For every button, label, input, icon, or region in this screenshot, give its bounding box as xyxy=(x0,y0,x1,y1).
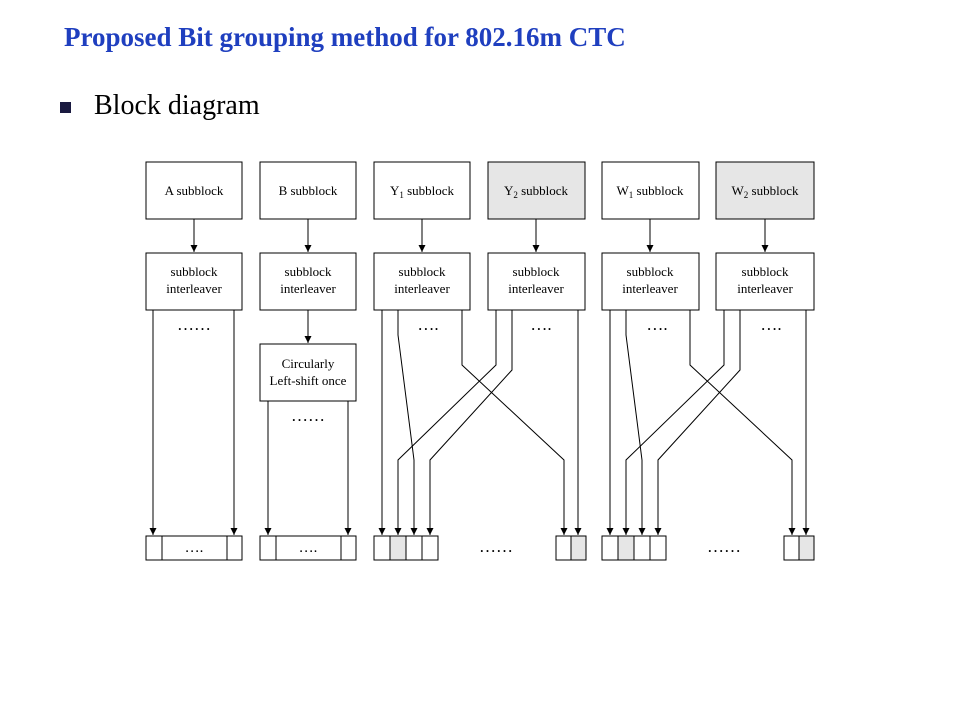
buffer-y-dots: …… xyxy=(479,537,513,556)
buffer-w-dots: …… xyxy=(707,537,741,556)
interleaver-b-line2: interleaver xyxy=(280,281,336,296)
interleaver-a-line2: interleaver xyxy=(166,281,222,296)
dots-b: …… xyxy=(291,406,325,425)
a-wires xyxy=(149,310,238,535)
subblock-to-interleaver-arrows xyxy=(190,219,769,252)
interleaver-a-line1: subblock xyxy=(171,264,218,279)
subblock-w2-label: W2 subblock xyxy=(732,183,799,200)
dots-w1: …. xyxy=(646,315,667,334)
dots-y1: …. xyxy=(417,315,438,334)
interleaver-y2-line2: interleaver xyxy=(508,281,564,296)
slide-title: Proposed Bit grouping method for 802.16m… xyxy=(64,22,626,52)
buffer-w: …… xyxy=(601,535,815,561)
interleaver-w1-line1: subblock xyxy=(627,264,674,279)
interleaver-y2-line1: subblock xyxy=(513,264,560,279)
interleaver-b: subblock interleaver xyxy=(259,252,357,311)
circular-shift-box: Circularly Left-shift once xyxy=(259,343,357,402)
buffer-a: …. xyxy=(145,535,243,561)
interleaver-w2-line2: interleaver xyxy=(737,281,793,296)
subblock-w1: W1 subblock xyxy=(601,161,700,220)
y-wires xyxy=(378,310,582,535)
dots-y2: …. xyxy=(530,315,551,334)
subblock-a-label: A subblock xyxy=(165,183,224,198)
shift-line1: Circularly xyxy=(282,356,335,371)
interleaver-b-line1: subblock xyxy=(285,264,332,279)
buffer-b-dots: …. xyxy=(299,540,318,556)
interleaver-y2: subblock interleaver xyxy=(487,252,586,311)
subblock-y1: Y1 subblock xyxy=(373,161,471,220)
subblock-y2-label: Y2 subblock xyxy=(504,183,569,200)
interleaver-y1-line2: interleaver xyxy=(394,281,450,296)
interleaver-w2-line1: subblock xyxy=(742,264,789,279)
interleaver-w2: subblock interleaver xyxy=(715,252,815,311)
interleaver-y1-line1: subblock xyxy=(399,264,446,279)
dots-w2: …. xyxy=(760,315,781,334)
subblock-b: B subblock xyxy=(259,161,357,220)
b-wires xyxy=(264,401,352,535)
subblock-y2: Y2 subblock xyxy=(487,161,586,220)
buffer-b: …. xyxy=(259,535,357,561)
interleaver-w1-line2: interleaver xyxy=(622,281,678,296)
buffer-y: …… xyxy=(373,535,587,561)
subblock-b-label: B subblock xyxy=(279,183,338,198)
w-wires xyxy=(606,310,810,535)
shift-line2: Left-shift once xyxy=(270,373,347,388)
interleaver-w1: subblock interleaver xyxy=(601,252,700,311)
subblock-w2: W2 subblock xyxy=(715,161,815,220)
subblock-y1-label: Y1 subblock xyxy=(390,183,455,200)
bullet-text: Block diagram xyxy=(94,90,260,121)
subblock-a: A subblock xyxy=(145,161,243,220)
subblock-w1-label: W1 subblock xyxy=(617,183,684,200)
bullet-item: Block diagram xyxy=(60,88,260,124)
interleaver-y1: subblock interleaver xyxy=(373,252,471,311)
bullet-square-icon xyxy=(60,101,71,113)
buffer-a-dots: …. xyxy=(185,540,204,556)
dots-a: …… xyxy=(177,315,211,334)
interleaver-a: subblock interleaver xyxy=(145,252,243,311)
